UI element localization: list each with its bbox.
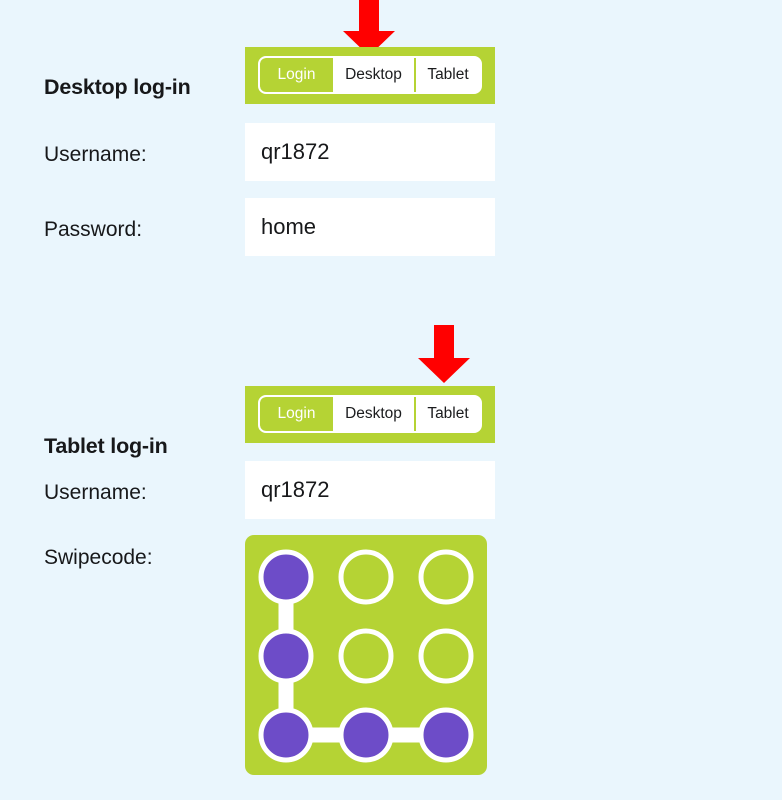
desktop-tabbar: Login Desktop Tablet [245,47,495,104]
swipe-dot-1-2 [418,628,474,684]
tablet-tabbar: Login Desktop Tablet [245,386,495,443]
desktop-section-heading: Desktop log-in [44,75,191,99]
swipecode-grid[interactable] [245,535,487,775]
swipe-dot-2-2 [418,707,474,763]
tablet-username-field[interactable]: qr1872 [245,461,495,519]
red-down-arrow-icon [416,325,472,387]
tablet-section-heading: Tablet log-in [44,434,168,458]
tab-login-tablet-section[interactable]: Login [260,397,333,431]
swipe-dot-0-2 [418,549,474,605]
tab-login-desktop-section[interactable]: Login [260,58,333,92]
tab-tablet-desktop-section[interactable]: Tablet [416,58,480,92]
tab-desktop-desktop-section[interactable]: Desktop [333,58,416,92]
tablet-swipecode-label: Swipecode: [44,546,153,569]
tab-desktop-tablet-section[interactable]: Desktop [333,397,416,431]
tablet-username-value: qr1872 [261,477,330,502]
desktop-username-label: Username: [44,143,147,166]
swipe-dot-2-0 [258,707,314,763]
desktop-password-field[interactable]: home [245,198,495,256]
desktop-password-value: home [261,214,317,239]
swipe-dot-1-1 [338,628,394,684]
swipe-dot-2-1 [338,707,394,763]
desktop-username-field[interactable]: qr1872 [245,123,495,181]
swipe-dot-0-1 [338,549,394,605]
swipe-dot-0-0 [258,549,314,605]
desktop-password-label: Password: [44,218,143,241]
desktop-username-value: qr1872 [261,139,330,164]
swipe-dot-1-0 [258,628,314,684]
desktop-tab-group: Login Desktop Tablet [258,56,482,94]
tab-tablet-tablet-section[interactable]: Tablet [416,397,480,431]
tablet-username-label: Username: [44,481,147,504]
tablet-tab-group: Login Desktop Tablet [258,395,482,433]
